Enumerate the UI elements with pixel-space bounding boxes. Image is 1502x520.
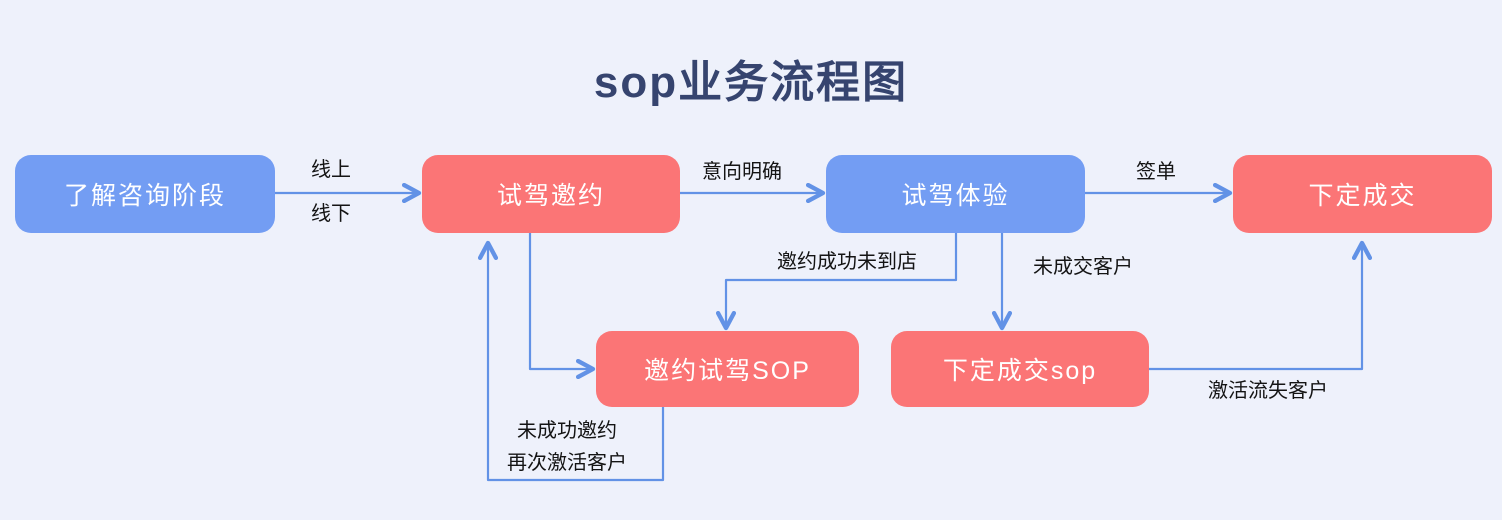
node-close-deal-label: 下定成交 [1308, 182, 1417, 210]
edge-label-sign-order: 签单 [1136, 161, 1176, 183]
node-test-drive-invite: 试驾邀约 [422, 155, 680, 233]
edge-label-not-closed: 未成交客户 [1033, 256, 1133, 278]
edge-invitesop-loop-to-invite [488, 245, 665, 482]
node-test-drive-experience: 试驾体验 [826, 155, 1085, 233]
node-test-drive-experience-label: 试驾体验 [901, 182, 1010, 210]
page-title: sop业务流程图 [593, 58, 909, 107]
node-invite-test-drive-sop: 邀约试驾SOP [596, 331, 859, 407]
edge-label-clear-intent: 意向明确 [702, 161, 782, 183]
edge-label-online: 线上 [311, 159, 351, 181]
node-consult-stage-label: 了解咨询阶段 [63, 182, 226, 210]
edge-label-reactivate-client: 再次激活客户 [507, 452, 627, 474]
edge-label-offline: 线下 [311, 203, 351, 225]
edge-dealsop-to-deal [1148, 245, 1362, 371]
node-consult-stage: 了解咨询阶段 [15, 155, 275, 233]
edge-label-invited-no-show: 邀约成功未到店 [777, 251, 917, 273]
node-invite-test-drive-sop-label: 邀约试驾SOP [644, 357, 811, 385]
node-close-deal: 下定成交 [1233, 155, 1492, 233]
edge-label-reinvite-block: 未成功邀约 再次激活客户 [507, 415, 627, 479]
edge-label-reactivate-lost: 激活流失客户 [1208, 380, 1328, 402]
edge-label-invite-failed: 未成功邀约 [517, 420, 617, 442]
edge-experience-to-invitesop [726, 233, 958, 326]
node-close-deal-sop: 下定成交sop [891, 331, 1149, 407]
node-close-deal-sop-label: 下定成交sop [942, 357, 1098, 385]
node-test-drive-invite-label: 试驾邀约 [496, 182, 605, 210]
edge-invite-to-invitesop [528, 233, 591, 369]
